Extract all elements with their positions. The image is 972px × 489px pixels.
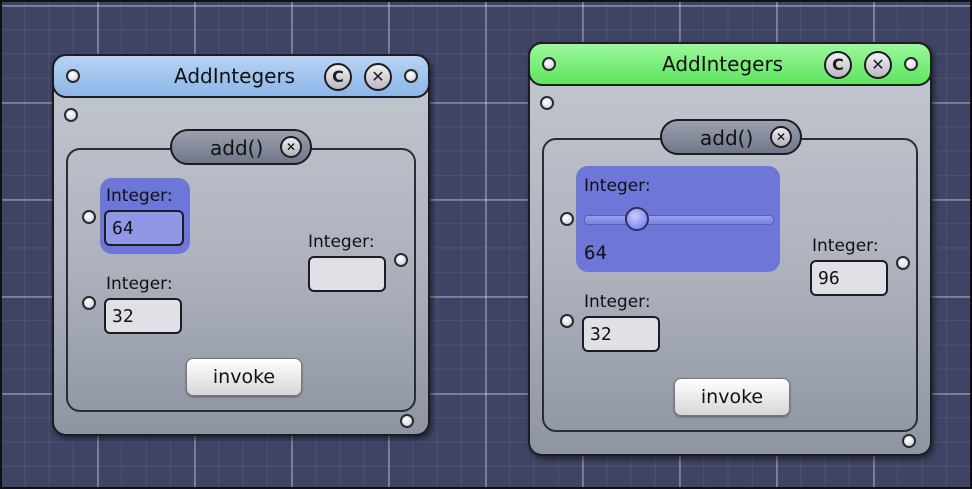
addintegers-window-2[interactable]: AddIntegers C ✕ add() ✕ Integer: 64 Inte… (528, 42, 932, 456)
port-icon[interactable] (394, 253, 408, 267)
close-icon[interactable]: ✕ (770, 126, 792, 148)
window-titlebar[interactable]: AddIntegers C ✕ (528, 42, 932, 86)
output-field (308, 256, 386, 292)
output-label: Integer: (308, 232, 375, 252)
port-icon[interactable] (66, 69, 80, 83)
collapse-icon[interactable]: C (324, 63, 352, 91)
addintegers-window-1[interactable]: AddIntegers C ✕ add() ✕ Integer: Integer… (52, 54, 430, 436)
input-2-label: Integer: (106, 274, 173, 294)
port-icon[interactable] (540, 96, 554, 110)
input-1-label: Integer: (106, 186, 173, 206)
port-icon[interactable] (560, 212, 574, 226)
port-icon[interactable] (904, 57, 918, 71)
input-1-slider-value: 64 (584, 242, 607, 264)
output-field (810, 260, 888, 296)
method-name: add() (700, 126, 754, 150)
method-tab[interactable]: add() ✕ (170, 129, 312, 165)
method-tab[interactable]: add() ✕ (660, 119, 802, 155)
input-2-field[interactable] (582, 316, 660, 352)
close-icon[interactable]: ✕ (280, 136, 302, 158)
output-label: Integer: (812, 236, 879, 256)
input-2-field[interactable] (104, 298, 182, 334)
port-icon[interactable] (560, 314, 574, 328)
port-icon[interactable] (896, 256, 910, 270)
close-icon[interactable]: ✕ (364, 63, 392, 91)
port-icon[interactable] (82, 296, 96, 310)
input-1-slider-track[interactable] (584, 215, 774, 225)
input-1-label: Integer: (584, 176, 651, 196)
window-titlebar[interactable]: AddIntegers C ✕ (52, 54, 430, 98)
port-icon[interactable] (64, 108, 78, 122)
method-name: add() (210, 136, 264, 160)
close-icon[interactable]: ✕ (864, 51, 892, 79)
invoke-button[interactable]: invoke (186, 358, 302, 396)
slider-knob[interactable] (624, 207, 649, 231)
port-icon[interactable] (400, 414, 414, 428)
input-2-label: Integer: (584, 292, 651, 312)
port-icon[interactable] (902, 434, 916, 448)
collapse-icon[interactable]: C (824, 51, 852, 79)
port-icon[interactable] (82, 210, 96, 224)
input-1-field[interactable] (104, 210, 184, 246)
invoke-button[interactable]: invoke (674, 378, 790, 416)
port-icon[interactable] (542, 57, 556, 71)
port-icon[interactable] (404, 69, 418, 83)
window-title: AddIntegers (174, 64, 296, 88)
window-title: AddIntegers (662, 52, 784, 76)
